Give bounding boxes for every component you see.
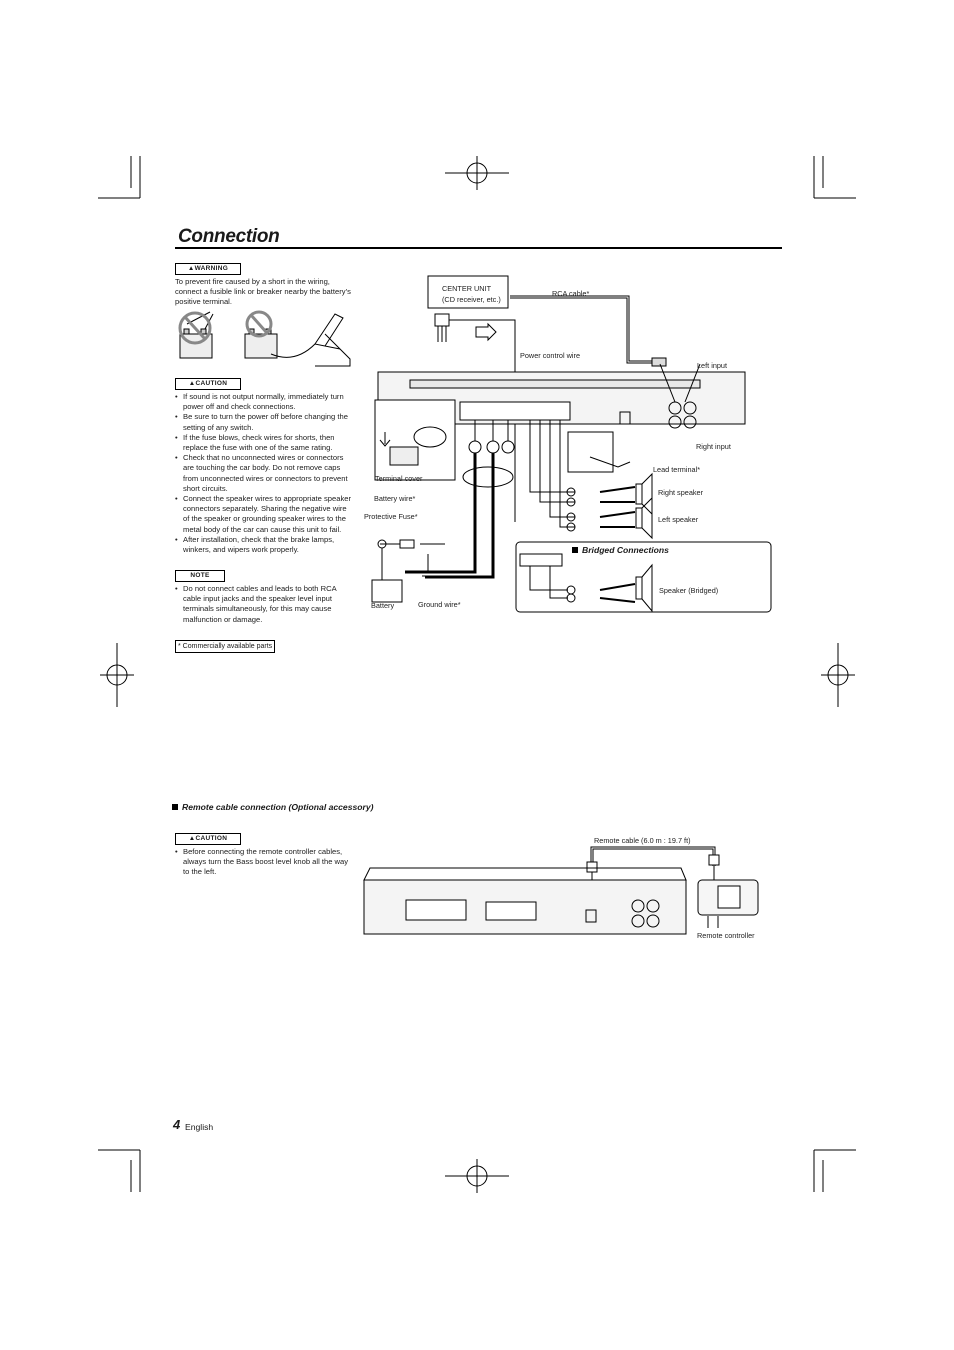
caution-list: If sound is not output normally, immedia…: [175, 392, 355, 555]
center-unit-label: CENTER UNIT: [442, 284, 492, 293]
remote-heading-label: Remote cable connection (Optional access…: [182, 802, 374, 812]
caution-item: Check that no unconnected wires or conne…: [175, 453, 355, 494]
note-item: Do not connect cables and leads to both …: [175, 584, 355, 625]
caution-item: Connect the speaker wires to appropriate…: [175, 494, 355, 535]
connection-diagram: [371, 275, 772, 613]
left-input-label: Left input: [697, 361, 728, 370]
speaker-bridged-label: Speaker (Bridged): [659, 586, 719, 595]
protective-fuse-label: Protective Fuse*: [364, 512, 418, 521]
warning-text: To prevent fire caused by a short in the…: [175, 277, 351, 307]
caution-item: If the fuse blows, check wires for short…: [175, 433, 355, 453]
remote-controller-label: Remote controller: [697, 931, 755, 940]
bridged-connections-label: Bridged Connections: [582, 545, 669, 555]
center-unit-sub-label: (CD receiver, etc.): [442, 295, 501, 304]
title-rule: [175, 247, 782, 249]
warning-illustration: [178, 310, 351, 367]
battery-wire-label: Battery wire*: [374, 494, 416, 503]
caution-item: Be sure to turn the power off before cha…: [175, 412, 355, 432]
terminal-cover-label: Terminal cover: [375, 474, 423, 483]
page-language: English: [185, 1122, 214, 1132]
right-speaker-label: Right speaker: [658, 488, 704, 497]
page-title: Connection: [178, 226, 280, 247]
battery-label: Battery: [371, 601, 395, 610]
page-number: 4: [173, 1117, 181, 1132]
warning-badge: ▲WARNING: [175, 263, 241, 275]
footnote-box: * Commercially available parts: [175, 640, 276, 653]
ground-wire-label: Ground wire*: [418, 600, 461, 609]
section-square-icon: [172, 804, 178, 810]
remote-cable-label: Remote cable (6.0 m : 19.7 ft): [594, 836, 691, 845]
lead-terminal-label: Lead terminal*: [653, 465, 701, 474]
note-badge: NOTE: [175, 570, 225, 582]
remote-diagram: [363, 846, 759, 935]
caution-item: If sound is not output normally, immedia…: [175, 392, 355, 412]
remote-section-heading: Remote cable connection (Optional access…: [172, 802, 374, 812]
remote-caution-item: Before connecting the remote controller …: [175, 847, 355, 878]
rca-cable-label: RCA cable*: [552, 289, 590, 298]
caution-item: After installation, check that the brake…: [175, 535, 355, 555]
section-square-icon: [572, 547, 578, 553]
remote-caution-badge: ▲CAUTION: [175, 833, 241, 845]
power-control-wire-label: Power control wire: [520, 351, 581, 360]
bridged-connections-heading: Bridged Connections: [572, 545, 669, 555]
left-speaker-label: Left speaker: [658, 515, 699, 524]
remote-caution-list: Before connecting the remote controller …: [175, 847, 355, 878]
right-input-label: Right input: [696, 442, 731, 451]
caution-badge: ▲CAUTION: [175, 378, 241, 390]
note-list: Do not connect cables and leads to both …: [175, 584, 355, 625]
